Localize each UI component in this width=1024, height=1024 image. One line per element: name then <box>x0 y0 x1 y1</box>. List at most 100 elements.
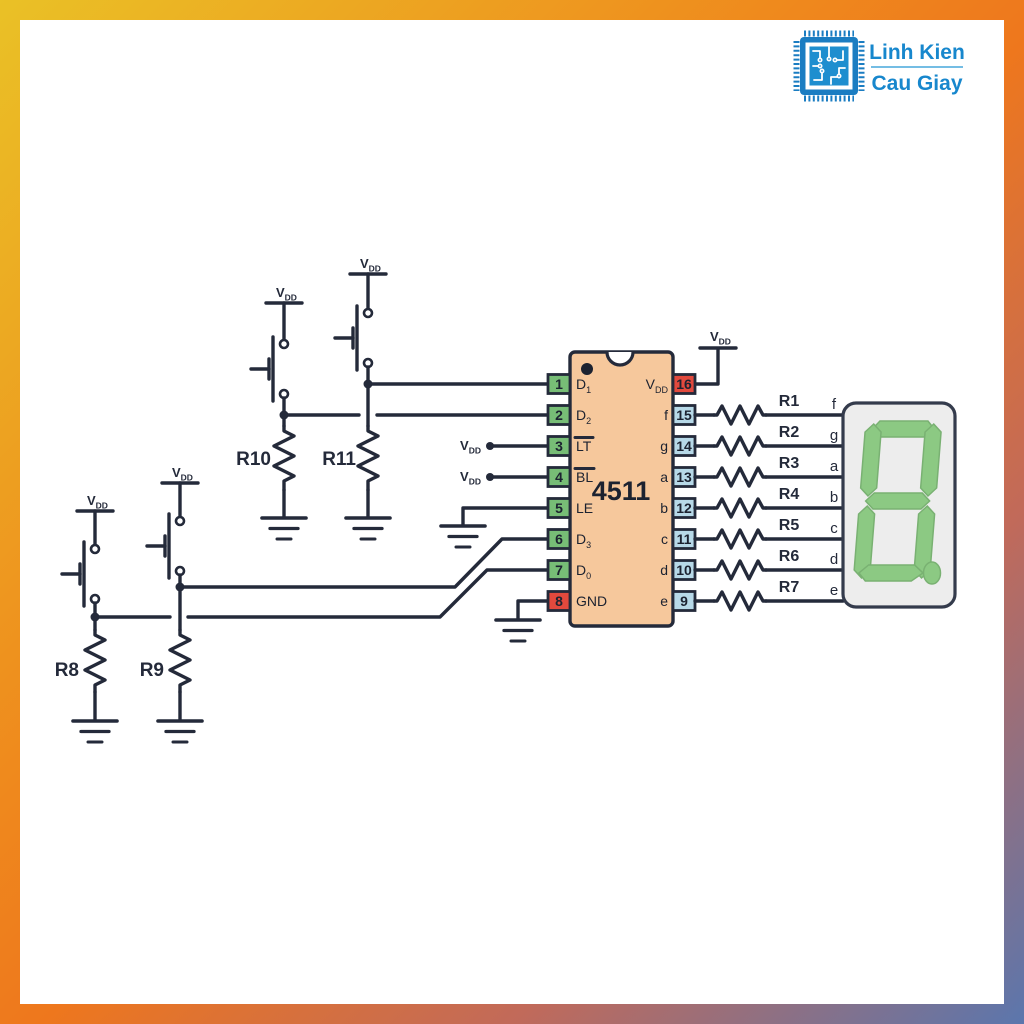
pin-label: D3 <box>576 531 591 550</box>
segment-letter: c <box>830 520 838 537</box>
resistor-zigzag <box>712 590 768 612</box>
button-circuit-r10: VDD R10 <box>236 285 550 541</box>
resistor-zigzag <box>712 435 768 457</box>
ground-icon <box>439 524 487 549</box>
vdd-label: VDD <box>360 256 381 274</box>
resistor-label: R3 <box>779 455 800 472</box>
brand-logo: Linh Kien Cau Giay <box>793 30 965 102</box>
segment-letter: a <box>830 458 839 475</box>
bl-vdd-wire: VDD <box>460 469 550 487</box>
le-ground-wire <box>439 506 550 549</box>
pin-number: 11 <box>677 531 692 547</box>
resistor-label: R10 <box>236 449 271 470</box>
resistor-label: R1 <box>779 393 800 410</box>
pin-number: 10 <box>676 562 692 578</box>
control-pin-wiring: VDD VDD VDD <box>439 329 738 643</box>
pin-label: D1 <box>576 376 591 395</box>
resistor-zigzag <box>712 497 768 519</box>
pushbutton-icon <box>145 512 186 580</box>
resistor-zigzag <box>168 628 192 694</box>
button-circuit-r11: VDD R11 <box>322 256 550 541</box>
resistor-row-r7: R7 e <box>693 579 845 612</box>
pushbutton-icon <box>60 540 101 608</box>
resistor-row-r2: R2 g <box>693 424 845 457</box>
resistor-label: R7 <box>779 579 800 596</box>
ground-icon <box>71 719 119 744</box>
pin-label: BL <box>576 469 593 485</box>
pushbutton-icon <box>249 335 290 403</box>
resistor-row-r5: R5 c <box>693 517 845 550</box>
pin-number: 12 <box>676 500 692 516</box>
resistor-label: R2 <box>779 424 800 441</box>
resistor-label: R8 <box>55 660 79 681</box>
seven-segment-display <box>841 401 957 609</box>
segment-letter: e <box>830 582 838 599</box>
resistor-zigzag <box>712 528 768 550</box>
pin-label: LT <box>576 438 592 454</box>
pin-number: 3 <box>555 438 563 454</box>
resistor-row-r1: R1 f <box>693 393 845 426</box>
ground-icon <box>344 516 392 541</box>
pin-label: b <box>660 500 668 516</box>
pin1-indicator-dot <box>581 363 593 375</box>
ic-left-pins: 1 2 3 4 5 6 7 8 <box>546 373 572 612</box>
pin-number: 16 <box>676 376 692 392</box>
resistor-zigzag <box>712 404 768 426</box>
pin-label: GND <box>576 593 607 609</box>
segment-dp <box>922 561 942 585</box>
pin-label: g <box>660 438 668 454</box>
ic-left-pin-labels: D1 D2 LT BL LE D3 D0 GND <box>573 376 607 609</box>
segment-letter: b <box>830 489 838 506</box>
gnd-ground-wire <box>494 599 550 643</box>
resistor-label: R9 <box>140 660 164 681</box>
chip-icon <box>793 30 865 102</box>
resistor-label: R4 <box>779 486 800 503</box>
pin-label: c <box>661 531 668 547</box>
resistor-zigzag <box>356 424 380 492</box>
vdd-supply-wire: VDD <box>693 329 738 386</box>
ic-name: 4511 <box>592 476 651 506</box>
segment-g <box>864 492 931 510</box>
pin-label: LE <box>576 500 593 516</box>
pin-number: 15 <box>676 407 692 423</box>
display-digit <box>853 420 942 582</box>
brand-line1: Linh Kien <box>869 41 965 64</box>
segment-letter: g <box>830 427 838 444</box>
ic-4511: 4511 1 2 3 4 5 6 7 8 D1 D2 LT BL LE D3 D… <box>546 350 697 628</box>
resistor-zigzag <box>712 466 768 488</box>
pin-number: 5 <box>555 500 563 516</box>
vdd-label: VDD <box>460 438 481 456</box>
pin-number: 2 <box>555 407 563 423</box>
segment-e <box>853 504 876 580</box>
ground-icon <box>156 719 204 744</box>
pin-number: 4 <box>555 469 563 485</box>
pin-number: 9 <box>680 593 688 609</box>
vdd-label: VDD <box>87 493 108 511</box>
segment-d <box>857 564 925 582</box>
vdd-label: VDD <box>172 465 193 483</box>
resistor-row-r4: R4 b <box>693 486 845 519</box>
pin-number: 13 <box>676 469 692 485</box>
pin-number: 6 <box>555 531 563 547</box>
pin-label: f <box>664 407 668 423</box>
ic-right-pins: 16 15 14 13 12 11 10 9 <box>671 373 697 612</box>
ground-icon <box>494 618 542 643</box>
ground-icon <box>260 516 308 541</box>
segment-c <box>913 504 936 580</box>
resistor-zigzag <box>83 628 107 694</box>
pin-number: 7 <box>555 562 563 578</box>
resistor-label: R5 <box>779 517 800 534</box>
pin-number: 8 <box>555 593 563 609</box>
button-circuit-r9: VDD R9 <box>140 465 550 744</box>
segment-letter: d <box>830 551 838 568</box>
pushbutton-input-circuits: VDD R11 VDD R10 <box>55 256 550 744</box>
white-content-area <box>20 20 1004 1004</box>
pin-label: D0 <box>576 562 591 581</box>
pin-label: d <box>660 562 668 578</box>
ic-right-pin-labels: VDD f g a b c d e <box>646 376 669 609</box>
pin-number: 1 <box>555 376 563 392</box>
pushbutton-icon <box>333 304 374 372</box>
button-circuit-r8: VDD R8 <box>55 493 550 744</box>
